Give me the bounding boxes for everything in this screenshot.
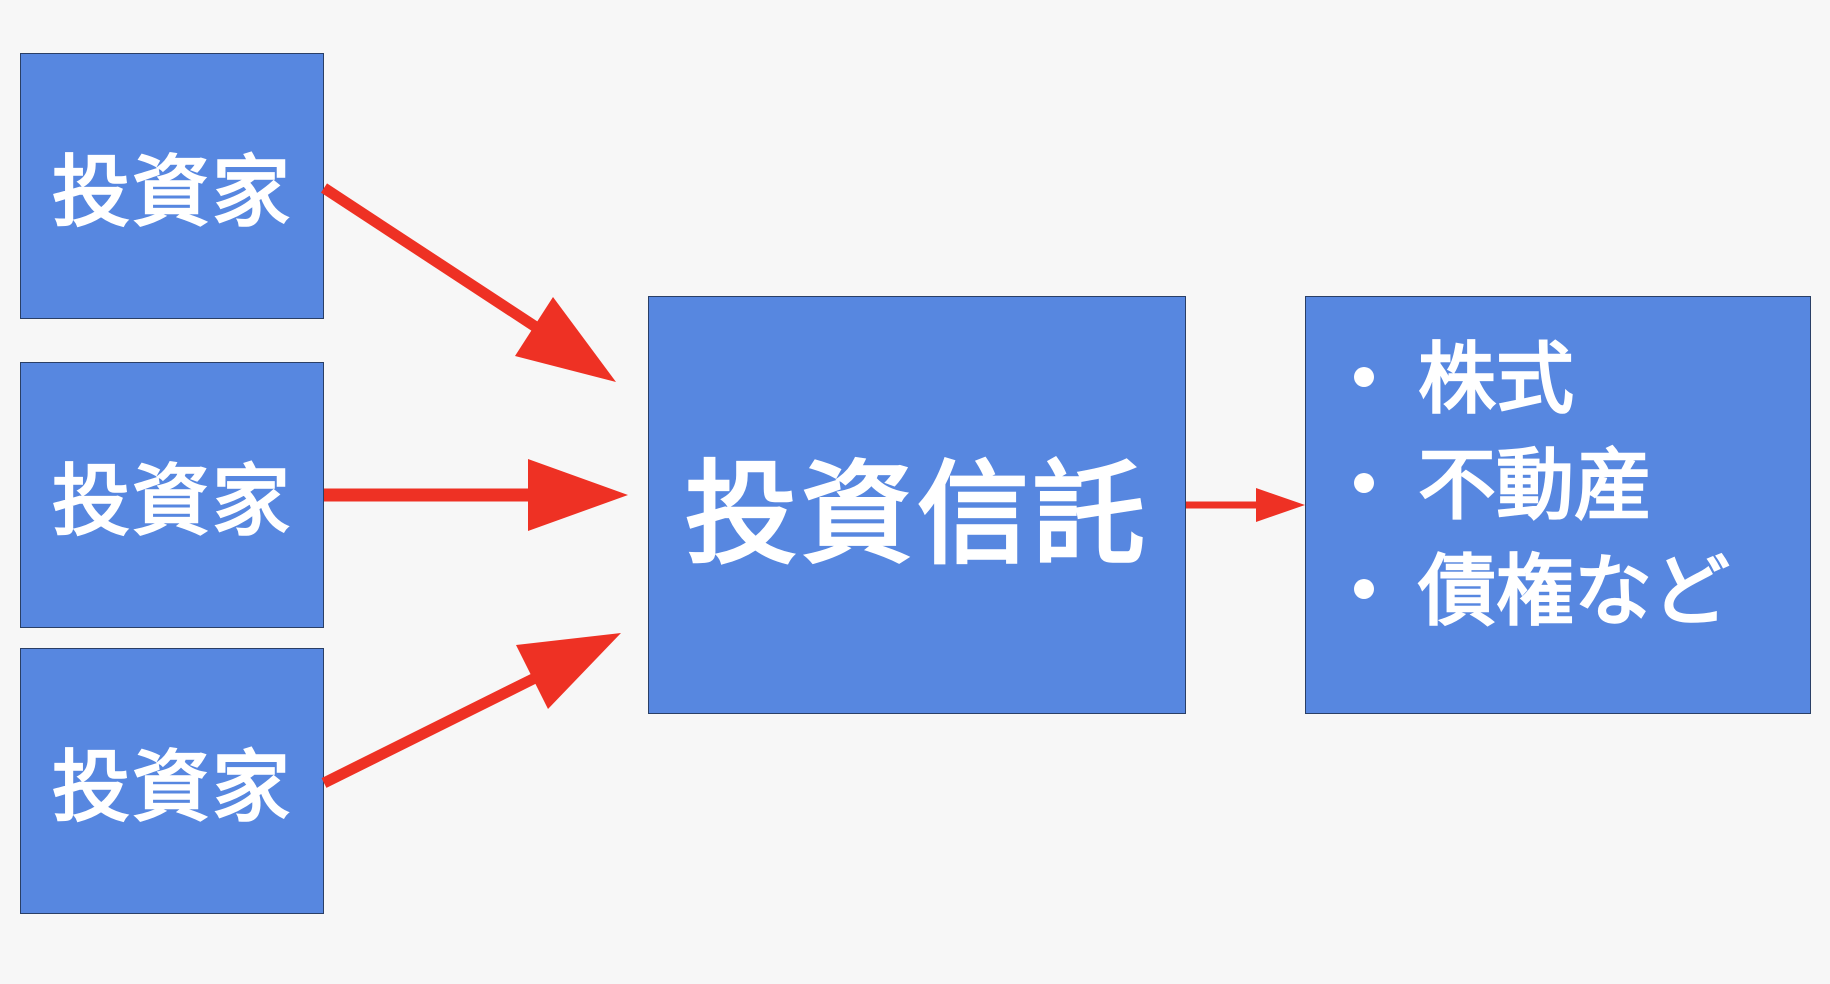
assets-box: 株式 不動産 債権など: [1305, 296, 1811, 714]
asset-label-stocks: 株式: [1418, 335, 1575, 425]
arrow-head-investor-2: [528, 459, 628, 531]
asset-item-bonds: 債権など: [1354, 539, 1810, 645]
investor-label-1: 投資家: [51, 148, 292, 238]
asset-label-real-estate: 不動産: [1418, 441, 1653, 531]
investor-box-3: 投資家: [20, 648, 324, 914]
investor-box-2: 投資家: [20, 362, 324, 628]
bullet-icon: [1354, 366, 1374, 387]
arrow-head-investor-3: [516, 633, 621, 709]
bullet-icon: [1354, 472, 1374, 493]
arrow-head-fund-to-assets: [1256, 488, 1305, 522]
arrow-shaft-investor-3: [321, 673, 538, 788]
asset-list: 株式 不動産 債権など: [1354, 327, 1810, 645]
investor-box-1: 投資家: [20, 53, 324, 319]
arrow-head-investor-1: [515, 297, 616, 382]
fund-box: 投資信託: [648, 296, 1186, 714]
bullet-icon: [1354, 578, 1374, 599]
investor-label-3: 投資家: [51, 743, 292, 833]
asset-item-stocks: 株式: [1354, 327, 1810, 433]
investor-label-2: 投資家: [51, 457, 292, 547]
asset-item-real-estate: 不動産: [1354, 433, 1810, 539]
fund-label: 投資信託: [685, 450, 1149, 580]
asset-label-bonds: 債権など: [1418, 547, 1731, 637]
arrow-shaft-investor-1: [320, 183, 549, 338]
